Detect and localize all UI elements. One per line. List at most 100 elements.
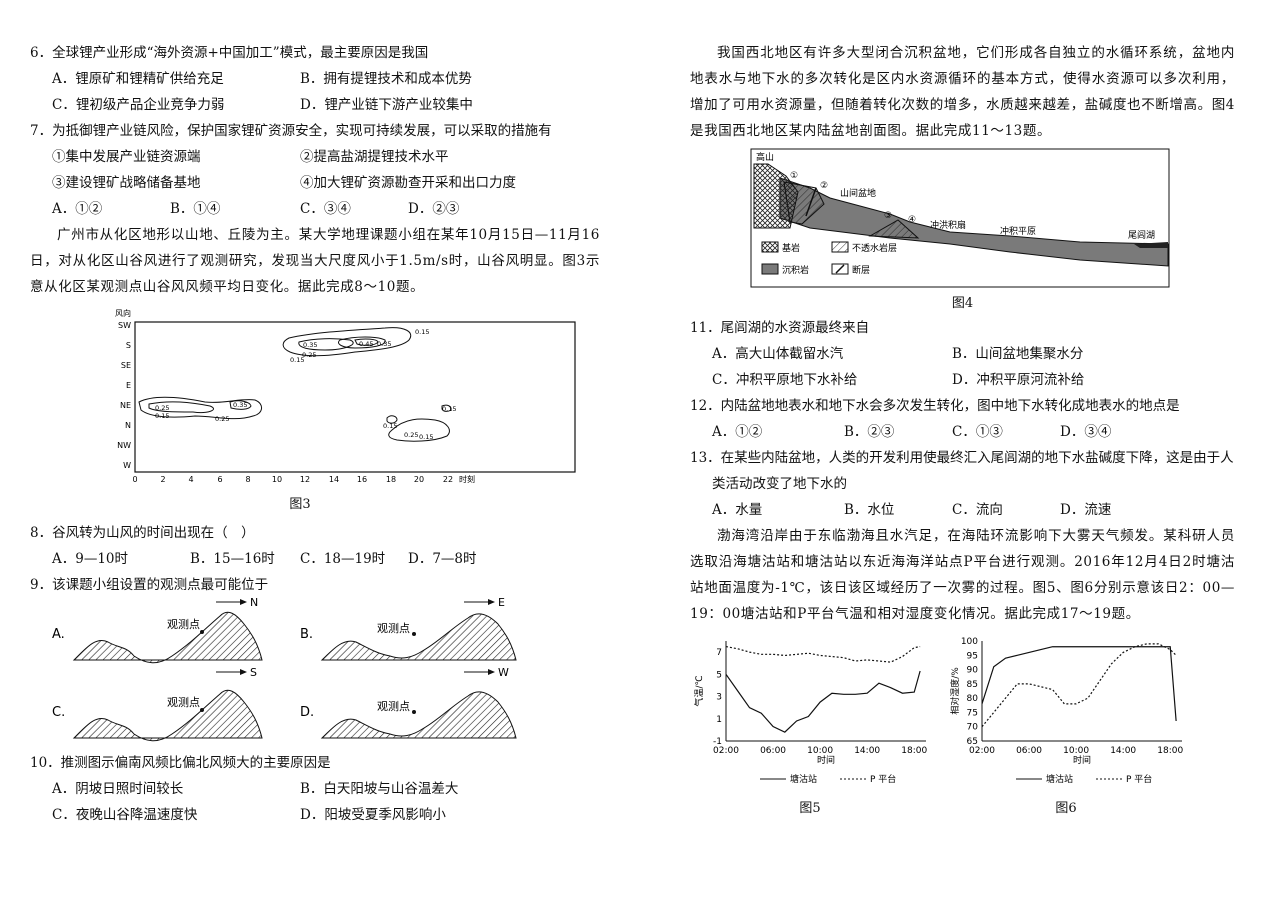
fig4-legend-bedrock: 基岩	[782, 242, 800, 254]
fig5-caption: 图5	[799, 801, 821, 816]
fig6-legend-solid: 塘沽站	[1046, 773, 1073, 785]
q11-stem: 11．尾闾湖的水资源最终来自	[690, 320, 870, 336]
fig3-ytick: SW	[118, 321, 131, 330]
fig3-contour-label: 0.25	[404, 431, 418, 439]
q11-option-b: B．山间盆地集聚水分	[952, 346, 1084, 362]
fig6-xlabel: 时间	[1073, 754, 1091, 766]
q10-options-2: C．夜晚山谷降温速度快 D．阳坡受夏季风影响小	[30, 802, 600, 828]
q8-option-c: C．18—19时	[300, 551, 386, 567]
fig5-series-p-platform	[725, 645, 921, 663]
q7-statements-2: ③建设锂矿战略储备基地 ④加大锂矿资源勘查开采和出口力度	[30, 170, 600, 196]
fig4-caption: 图4	[951, 296, 974, 311]
q10-options: A．阴坡日照时间较长 B．白天阳坡与山谷温差大	[30, 776, 600, 802]
fig3-contour-label: 0.35	[233, 401, 247, 409]
fig6-ytick: 90	[967, 666, 979, 676]
intro-11-13: 我国西北地区有许多大型闭合沉积盆地，它们形成各自独立的水循环系统，盆地内地表水与…	[690, 45, 1235, 139]
fig6-xtick: 06:00	[1016, 746, 1042, 756]
fig4-label-mountain: 高山	[756, 151, 774, 163]
fig6-ylabel: 相对湿度/%	[949, 667, 961, 715]
q6-options-2: C．锂初级产品企业竞争力弱 D．锂产业链下游产业较集中	[30, 92, 600, 118]
q7-statement-2: ②提高盐湖提锂技术水平	[300, 149, 449, 165]
q12-option-b: B．②③	[844, 424, 895, 440]
fig4-label-3: ③	[884, 211, 892, 221]
q7-option-a: A．①②	[52, 201, 103, 217]
fig3-contour-label: 0.15	[415, 328, 429, 336]
intro-17-19: 渤海湾沿岸由于东临渤海且水汽足，在海陆环流影响下大雾天气频发。某科研人员选取沿海…	[690, 528, 1235, 622]
fig3-contour-label: 0.15	[419, 433, 433, 441]
fig6-ytick: 95	[967, 651, 978, 661]
fig6-caption: 图6	[1055, 801, 1077, 816]
fig5-xtick: 18:00	[901, 746, 927, 756]
fig5-ytick: 7	[716, 648, 722, 658]
figure-3-contour-chart: 风向 SW S SE E NE N NW W 0 2 4 6 8 10 12 1…	[115, 308, 576, 484]
fig3-xlabel: 时刻	[459, 474, 475, 484]
fig3-contour-label: 0.15	[155, 412, 169, 420]
fig3-contours	[138, 327, 452, 442]
fig6-legend-dotted: P 平台	[1126, 773, 1152, 785]
q11-options-2: C．冲积平原地下水补给 D．冲积平原河流补给	[690, 367, 1235, 393]
fig4-label-lake: 尾闾湖	[1128, 230, 1155, 241]
fig3-ytick: SE	[121, 361, 131, 370]
q10-option-c: C．夜晚山谷降温速度快	[52, 807, 198, 823]
fig6-ytick: 85	[967, 680, 978, 690]
q7-statement-1: ①集中发展产业链资源端	[52, 149, 201, 165]
fig5-ytick: -1	[713, 737, 722, 747]
fig5-xlabel: 时间	[817, 754, 835, 766]
q6-stem: 6．全球锂产业形成“海外资源+中国加工”模式，最主要原因是我国	[30, 45, 429, 61]
q7-statement-4: ④加大锂矿资源勘查开采和出口力度	[300, 175, 516, 191]
q9-point-label: 观测点	[377, 622, 410, 635]
q9-direction-a: N	[250, 598, 258, 609]
q9-panel-d: D. 观测点 W	[300, 666, 517, 739]
fig3-xtick: 8	[245, 475, 250, 484]
fig4-labels: 高山 ① ② 山间盆地 ③ ④ 冲洪积扇 冲积平原 尾闾湖	[756, 151, 1155, 241]
fig5-xtick: 10:00	[807, 746, 833, 756]
fig6-series-p-platform	[981, 643, 1177, 728]
fig3-xtick: 14	[329, 475, 339, 484]
fig4-label-basin: 山间盆地	[840, 187, 876, 199]
fig3-ytick: NE	[120, 401, 131, 410]
q12-options: A．①② B．②③ C．①③ D．③④	[690, 419, 1235, 445]
fig4-label-4: ④	[908, 215, 916, 225]
q9-panel-label: D.	[300, 705, 314, 720]
fig6-ytick: 75	[967, 708, 978, 718]
q9-point-label: 观测点	[377, 700, 410, 713]
q7-option-d: D．②③	[408, 201, 460, 217]
fig3-contour-label: 0.45	[359, 340, 373, 348]
left-column: 6．全球锂产业形成“海外资源+中国加工”模式，最主要原因是我国 A．锂原矿和锂精…	[30, 40, 600, 828]
fig3-xtick: 12	[300, 475, 310, 484]
fig5-ytick: 5	[716, 670, 722, 680]
fig3-contour-label: 0.15	[290, 356, 304, 364]
q12-option-c: C．①③	[952, 424, 1003, 440]
fig3-xtick: 10	[272, 475, 282, 484]
q7-statements: ①集中发展产业链资源端 ②提高盐湖提锂技术水平	[30, 144, 600, 170]
fig6-xtick: 02:00	[969, 746, 995, 756]
fig3-contour-label: 0.35	[303, 341, 317, 349]
q10-option-d: D．阳坡受夏季风影响小	[300, 807, 446, 823]
fig3-ytick: NW	[117, 441, 131, 450]
fig3-xtick: 2	[160, 475, 165, 484]
q10-option-b: B．白天阳坡与山谷温差大	[300, 781, 459, 797]
q9-direction-b: E	[498, 598, 505, 609]
fig3-ytick: W	[123, 461, 131, 470]
fig6-xtick: 18:00	[1157, 746, 1183, 756]
fig4-label-1: ①	[790, 171, 798, 181]
fig6-xtick: 10:00	[1063, 746, 1089, 756]
q9-panel-b: B. 观测点 E	[300, 598, 517, 661]
fig5-xtick: 06:00	[760, 746, 786, 756]
q8-option-d: D．7—8时	[408, 551, 477, 567]
q11-option-a: A．高大山体截留水汽	[712, 346, 844, 362]
q7-stem: 7．为抵御锂产业链风险，保护国家锂矿资源安全，实现可持续发展，可以采取的措施有	[30, 123, 552, 139]
q11-options: A．高大山体截留水汽 B．山间盆地集聚水分	[690, 341, 1235, 367]
q13-option-d: D．流速	[1060, 502, 1112, 518]
q10-stem: 10．推测图示偏南风频比偏北风频大的主要原因是	[30, 755, 331, 771]
q8-option-b: B．15—16时	[190, 551, 275, 567]
q9-point-label: 观测点	[167, 618, 200, 631]
q12-option-d: D．③④	[1060, 424, 1112, 440]
fig4-legend-sediment: 沉积岩	[782, 264, 809, 276]
q13-option-c: C．流向	[952, 502, 1003, 518]
q7-option-c: C．③④	[300, 201, 351, 217]
